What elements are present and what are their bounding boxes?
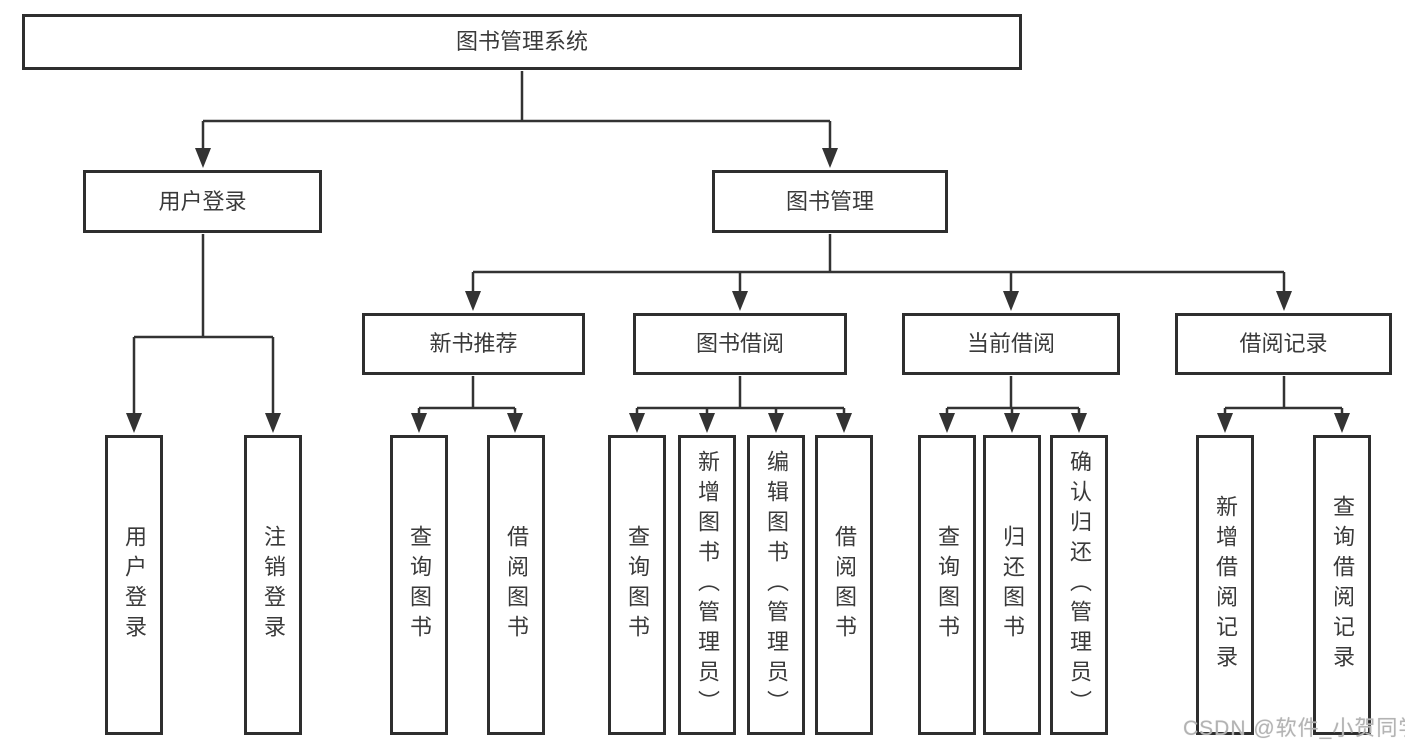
arrowhead-icon [1217, 413, 1233, 433]
node-borrow-records: 借阅记录 [1175, 313, 1392, 375]
arrowhead-icon [195, 148, 211, 168]
arrowhead-icon [939, 413, 955, 433]
arrowhead-icon [265, 413, 281, 433]
leaf-query-books: 查询图书 [390, 435, 448, 735]
arrowhead-icon [732, 291, 748, 311]
leaf-user-login: 用户登录 [105, 435, 163, 735]
leaf-edit-books-admin: 编辑图书（管理员） [747, 435, 805, 735]
leaf-query-books: 查询图书 [608, 435, 666, 735]
node-new-book-recommend: 新书推荐 [362, 313, 585, 375]
arrowhead-icon [836, 413, 852, 433]
arrowhead-icon [699, 413, 715, 433]
leaf-add-books-admin: 新增图书（管理员） [678, 435, 736, 735]
node-library-management-system: 图书管理系统 [22, 14, 1022, 70]
leaf-logout: 注销登录 [244, 435, 302, 735]
arrowhead-icon [1334, 413, 1350, 433]
arrowhead-icon [1276, 291, 1292, 311]
arrowhead-icon [126, 413, 142, 433]
leaf-return-books: 归还图书 [983, 435, 1041, 735]
arrowhead-icon [507, 413, 523, 433]
leaf-query-borrow-record: 查询借阅记录 [1313, 435, 1371, 735]
node-book-management: 图书管理 [712, 170, 948, 233]
arrowhead-icon [822, 148, 838, 168]
arrowhead-icon [465, 291, 481, 311]
arrowhead-icon [1003, 291, 1019, 311]
node-book-borrow: 图书借阅 [633, 313, 847, 375]
arrowhead-icon [629, 413, 645, 433]
node-current-borrow: 当前借阅 [902, 313, 1120, 375]
leaf-add-borrow-record: 新增借阅记录 [1196, 435, 1254, 735]
csdn-watermark: CSDN @软件_小贺同学 [1183, 717, 1405, 740]
arrowhead-icon [768, 413, 784, 433]
leaf-borrow-books: 借阅图书 [815, 435, 873, 735]
arrowheads [126, 148, 1350, 433]
arrowhead-icon [411, 413, 427, 433]
leaf-borrow-books: 借阅图书 [487, 435, 545, 735]
leaf-query-books: 查询图书 [918, 435, 976, 735]
arrowhead-icon [1004, 413, 1020, 433]
leaf-confirm-return-admin: 确认归还（管理员） [1050, 435, 1108, 735]
arrowhead-icon [1071, 413, 1087, 433]
node-user-login: 用户登录 [83, 170, 322, 233]
